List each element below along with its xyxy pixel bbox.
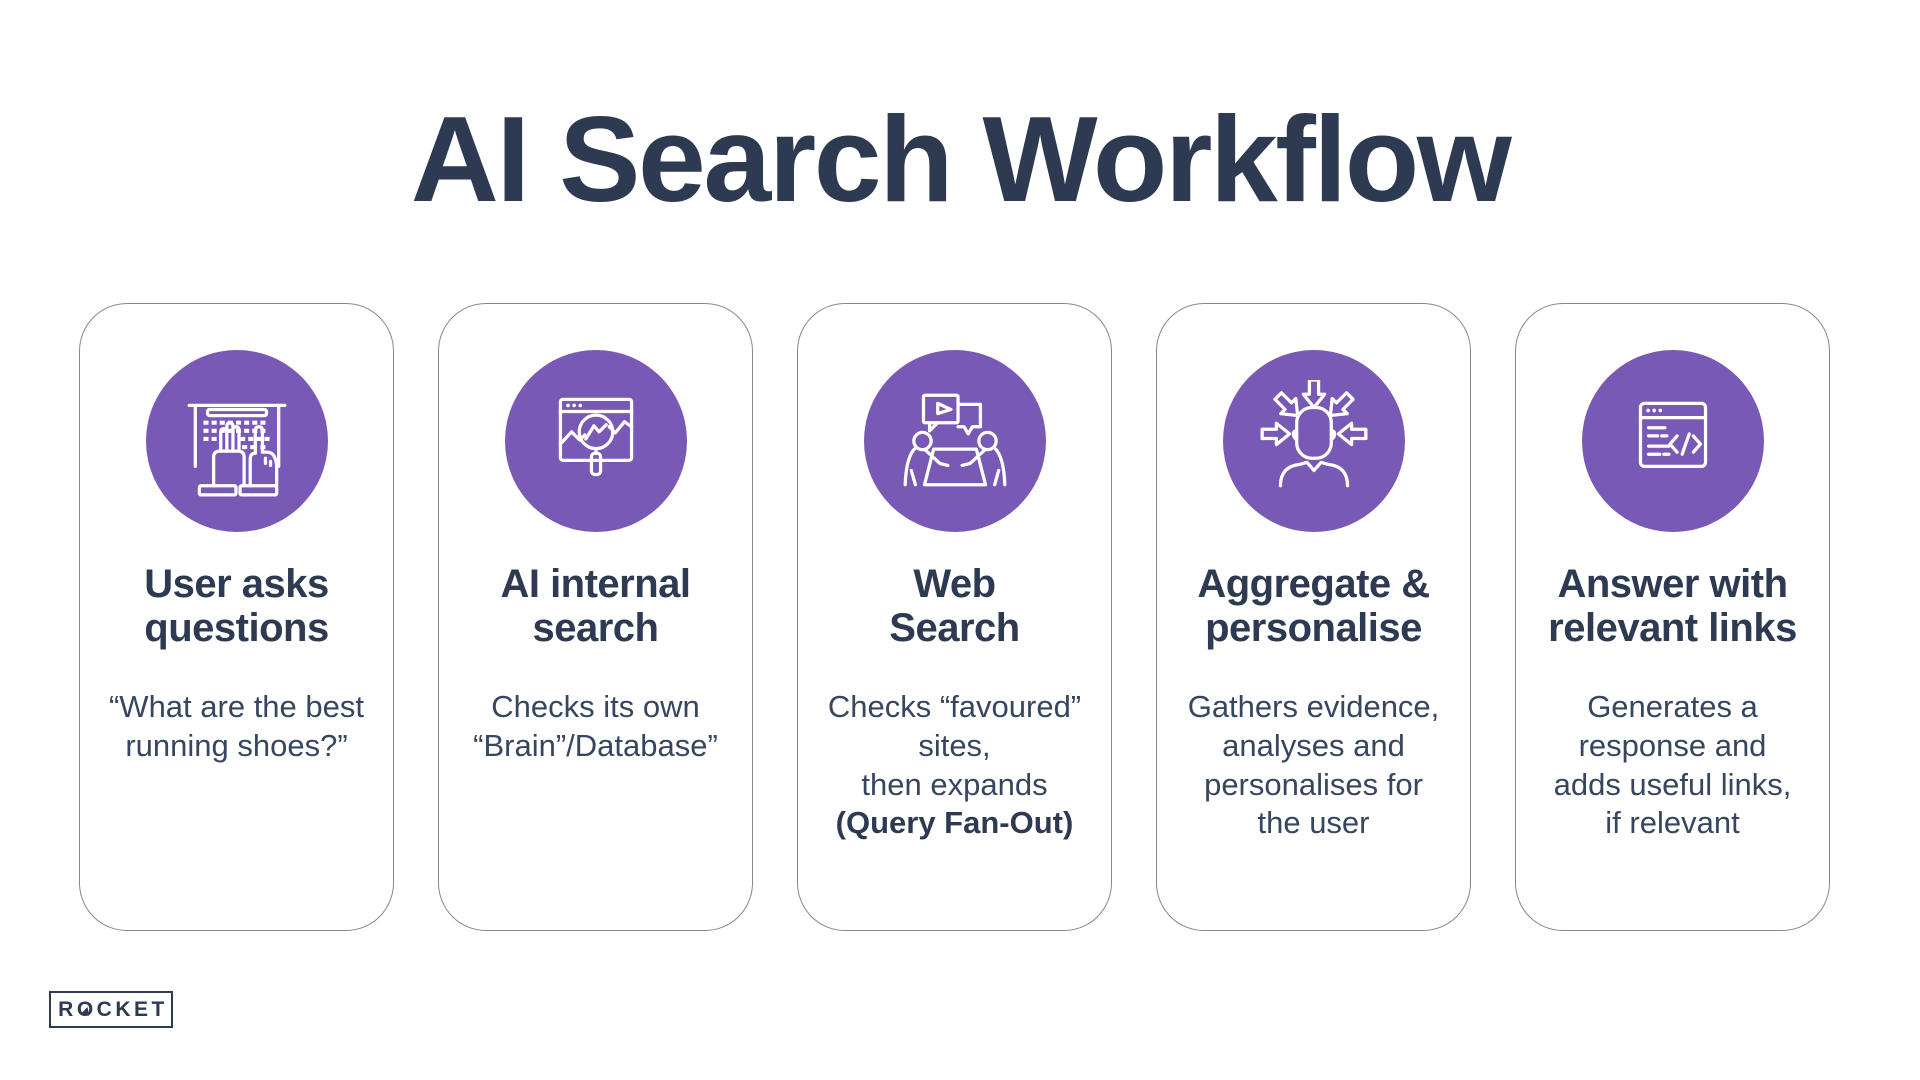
description-line: adds useful links, [1553,766,1792,802]
head-inward-arrows-icon [1260,380,1367,488]
step-description: Checks “favoured” sites, then expands (Q… [828,688,1081,843]
step-description: “What are the best running shoes?” [109,688,364,766]
step-title: AI internal search [500,562,691,650]
description-line: Gathers evidence, [1187,689,1440,724]
page-title: AI Search Workflow [410,91,1512,227]
step-icon-badge [145,350,328,532]
description-line: running shoes?” [125,727,348,763]
card-aggregate-personalise: Aggregate & personalise Gathers evidence… [1156,303,1471,931]
step-description: Generates a response and adds useful lin… [1554,688,1792,843]
people-conversation-icon [903,393,1006,487]
step-title: Aggregate & personalise [1197,562,1430,650]
description-line: Checks its own [491,689,700,724]
description-line: Checks “favoured” [827,689,1082,724]
description-line: “What are the best [108,689,364,724]
step-title: Web Search [889,562,1020,650]
step-icon-badge [1222,350,1405,532]
browser-code-icon [1638,401,1707,469]
step-title-line: Answer with [1557,562,1788,606]
step-description: Checks its own “Brain”/Database” [473,688,718,766]
description-line: Generates a [1587,689,1758,724]
description-line: personalises for [1204,766,1423,802]
step-title-line: personalise [1205,606,1422,650]
card-answer-with-links: Answer with relevant links Generates a r… [1515,303,1830,931]
step-description: Gathers evidence, analyses and personali… [1188,688,1440,843]
workflow-steps-row: User asks questions “What are the best r… [79,303,1830,931]
card-user-asks-questions: User asks questions “What are the best r… [79,303,394,931]
description-line: then expands [861,766,1048,802]
step-title: User asks questions [144,562,329,650]
hands-typing-icon [187,403,286,497]
description-line: response and [1578,727,1767,763]
step-title-line: Web [913,562,996,606]
description-line: sites, [918,727,991,763]
description-line: if relevant [1605,805,1740,841]
description-line: analyses and [1222,727,1405,763]
description-line: “Brain”/Database” [473,727,718,763]
card-ai-internal-search: AI internal search Checks its own “Brain… [438,303,753,931]
step-icon-badge [1581,350,1764,532]
logo-letter-o-with-rocket-triangle-icon: O [76,997,97,1021]
description-line: the user [1257,805,1370,841]
step-title-line: Search [889,606,1020,650]
logo-letter: R [58,997,77,1021]
step-title-line: AI internal [500,562,691,606]
step-icon-badge [863,350,1046,532]
card-web-search: Web Search Checks “favoured” sites, then… [797,303,1112,931]
step-title-line: questions [144,606,329,650]
step-icon-badge [504,350,687,532]
step-title-line: search [532,606,659,650]
browser-magnifier-chart-icon [558,397,633,477]
logo-letters: CKET [96,997,168,1021]
step-title-line: Aggregate & [1197,562,1430,606]
step-title: Answer with relevant links [1548,562,1797,650]
step-title-line: User asks [144,562,329,606]
step-title-line: relevant links [1548,606,1797,650]
description-line-bold: (Query Fan-Out) [835,805,1074,841]
